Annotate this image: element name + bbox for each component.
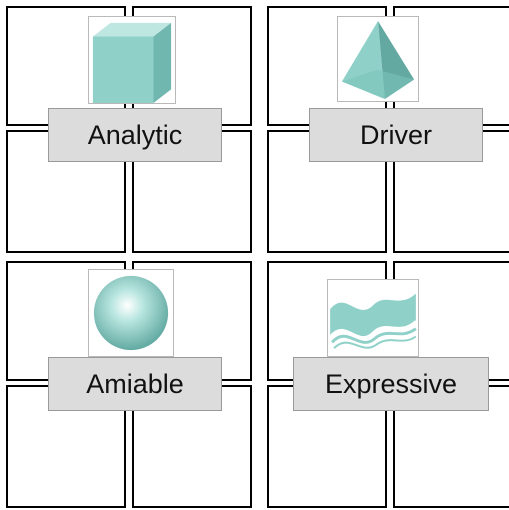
- pyramid-icon: [337, 16, 419, 102]
- quadrant-expressive: Expressive: [255, 255, 509, 510]
- label-amiable: Amiable: [48, 357, 222, 411]
- quadrant-analytic: Analytic: [0, 0, 254, 255]
- cube-icon: [88, 16, 176, 104]
- label-driver: Driver: [309, 108, 483, 162]
- quadrant-amiable: Amiable: [0, 255, 254, 510]
- label-analytic: Analytic: [48, 108, 222, 162]
- wave-icon: [327, 279, 419, 357]
- label-expressive: Expressive: [293, 357, 489, 411]
- sphere-icon: [88, 269, 174, 357]
- quadrant-driver: Driver: [255, 0, 509, 255]
